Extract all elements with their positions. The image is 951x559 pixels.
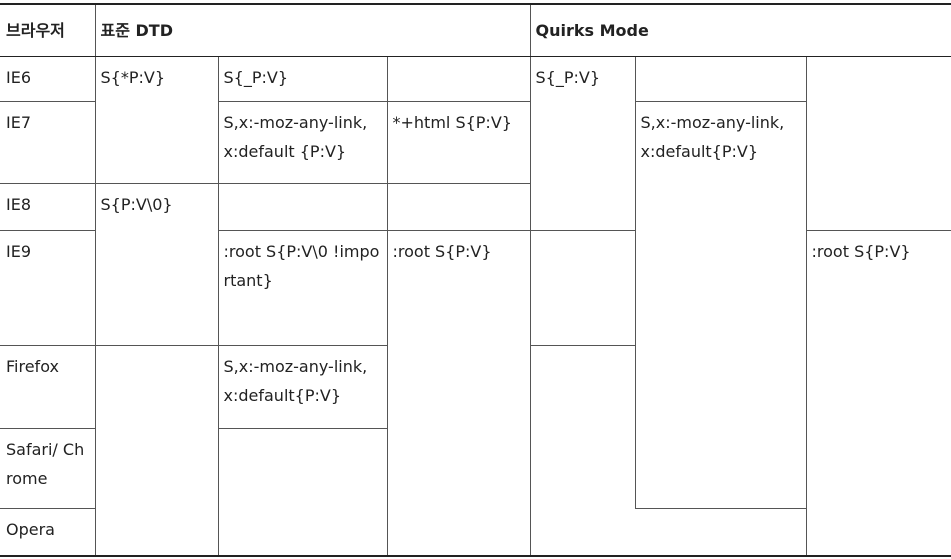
browser-safari-chrome: Safari/ Chrome xyxy=(0,428,95,510)
table-row-ie6: IE6 S{*P:V} S{_P:V} S{_P:V} xyxy=(0,56,951,231)
cell-quirks-root-selector: :root S{P:V} xyxy=(805,230,951,557)
cell-empty xyxy=(94,345,218,557)
cell-star-plus-html: *+html S{P:V} xyxy=(386,101,531,185)
browser-ie6: IE6 xyxy=(0,56,95,103)
browser-hack-table: 브라우저 표준 DTD Quirks Mode IE6 S{*P:V} S{_P… xyxy=(0,3,951,557)
cell-empty xyxy=(529,230,636,347)
header-standard-dtd: 표준 DTD xyxy=(94,4,531,57)
cell-backslash-zero: S{P:V\0} xyxy=(94,183,218,347)
browser-ie8: IE8 xyxy=(0,183,95,231)
browser-opera: Opera xyxy=(0,508,95,557)
cell-star-hack: S{*P:V} xyxy=(94,56,218,185)
browser-ie9: IE9 xyxy=(0,230,95,347)
cell-quirks-moz-any-link: S,x:-moz-any-link, x:default{P:V} xyxy=(634,101,807,510)
cell-root-selector: :root S{P:V} xyxy=(386,230,531,557)
browser-ie7: IE7 xyxy=(0,101,95,185)
cell-empty xyxy=(386,56,531,103)
cell-empty xyxy=(217,183,387,231)
cell-moz-any-link-ff: S,x:-moz-any-link, x:default{P:V} xyxy=(217,345,387,429)
table-row-ie8: IE8 S{P:V\0} xyxy=(0,183,951,347)
table-row-firefox: Firefox S,x:-moz-any-link, x:default{P:V… xyxy=(0,345,951,557)
browser-firefox: Firefox xyxy=(0,345,95,429)
header-quirks-mode: Quirks Mode xyxy=(529,4,951,57)
table-row-safari-chrome: Safari/ Chrome xyxy=(0,428,951,557)
table-row-ie7: IE7 S,x:-moz-any-link, x:default {P:V} *… xyxy=(0,101,951,510)
header-row: 브라우저 표준 DTD Quirks Mode xyxy=(0,4,951,57)
cell-empty xyxy=(529,345,636,557)
table-row-opera: Opera xyxy=(0,508,951,557)
header-browser: 브라우저 xyxy=(0,4,95,57)
cell-underscore-hack: S{_P:V} xyxy=(217,56,387,103)
cell-quirks-underscore-hack: S{_P:V} xyxy=(529,56,636,231)
cell-moz-any-link-ie7: S,x:-moz-any-link, x:default {P:V} xyxy=(217,101,387,185)
cell-root-important: :root S{P:V\0 !important} xyxy=(217,230,387,347)
cell-empty xyxy=(386,183,531,231)
cell-empty xyxy=(634,56,807,103)
cell-empty xyxy=(805,56,951,231)
table-row-ie9: IE9 :root S{P:V\0 !important} :root S{P:… xyxy=(0,230,951,557)
cell-empty xyxy=(217,428,387,557)
